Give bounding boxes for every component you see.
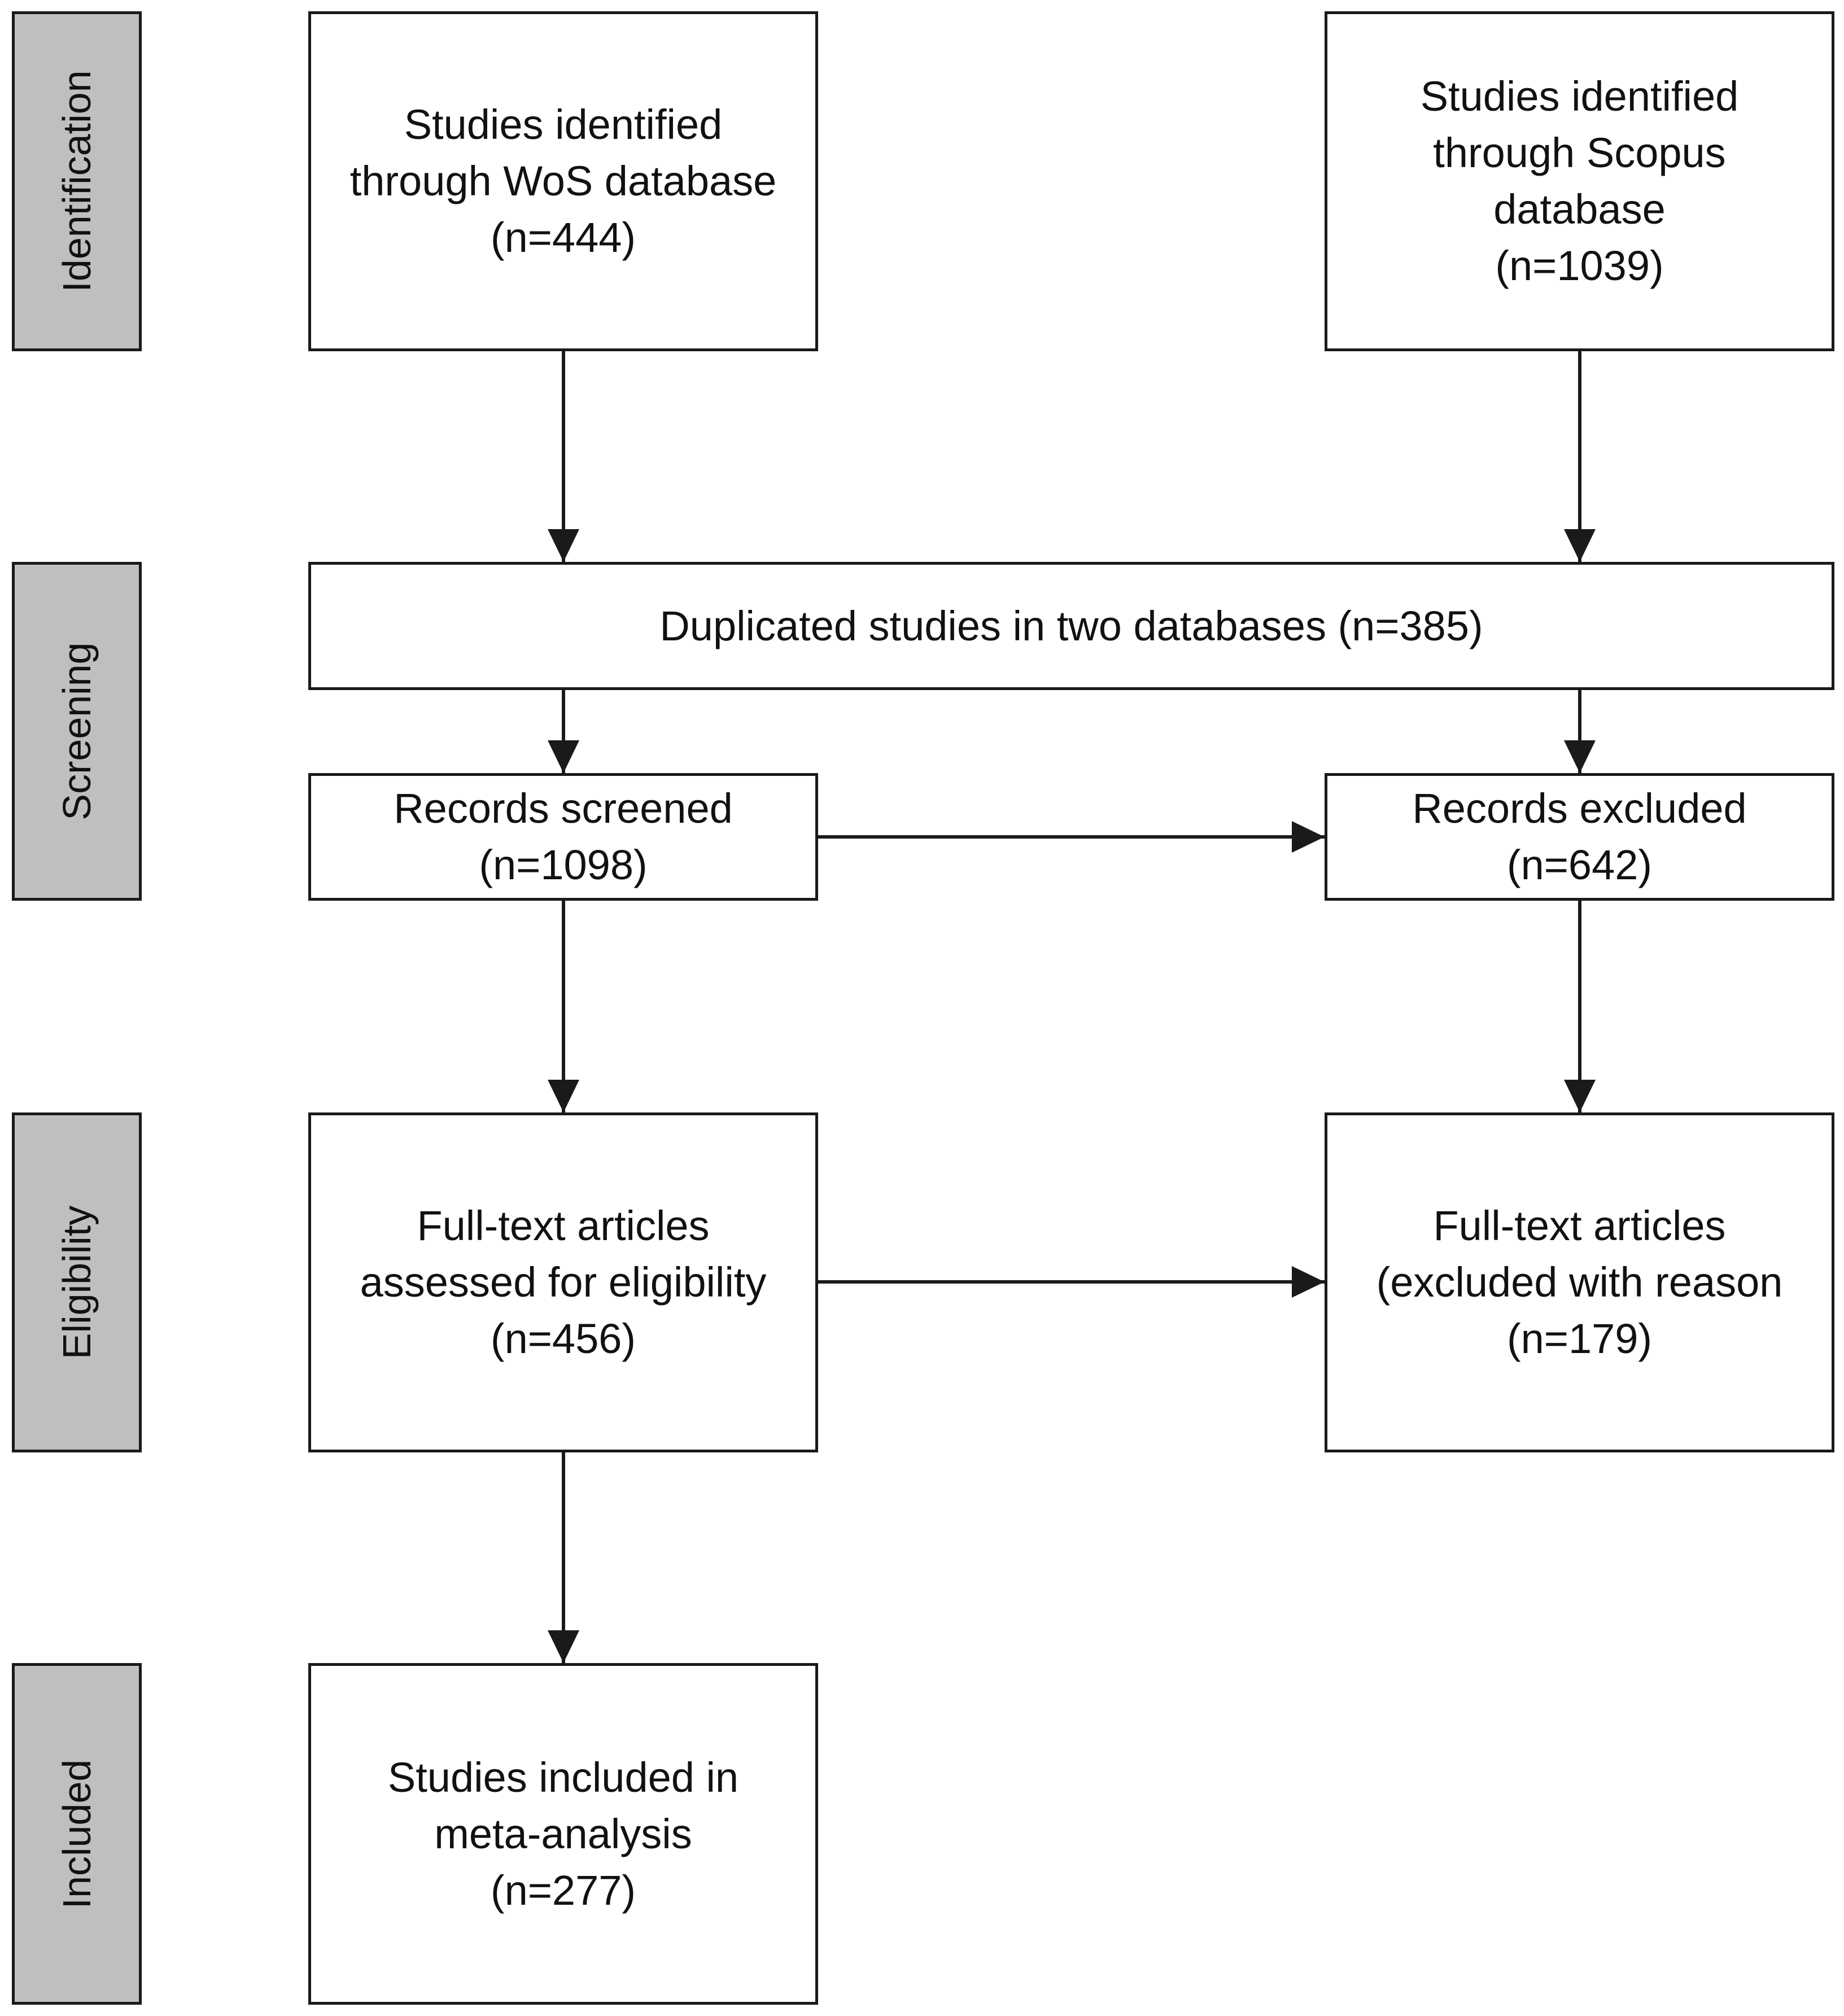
box-records-excluded: Records excluded (n=642) — [1325, 773, 1834, 901]
box-fulltext-assessed-line-2: assessed for eligibility — [360, 1259, 767, 1306]
stage-label-included: Included — [55, 1759, 99, 1909]
box-scopus-line-3: database — [1493, 186, 1666, 233]
box-fulltext-excluded-text: Full-text articles (excluded with reason… — [1377, 1198, 1783, 1367]
box-wos-identified: Studies identified through WoS database … — [308, 11, 818, 351]
box-wos-line-1: Studies identified — [404, 101, 723, 148]
arrowhead-fulltext-right — [1292, 1266, 1325, 1298]
arrowhead-scopus — [1564, 529, 1596, 562]
box-scopus-text: Studies identified through Scopus databa… — [1421, 68, 1739, 294]
box-wos-line-3: (n=444) — [490, 214, 636, 261]
stage-eligibility: Eligibility — [12, 1112, 142, 1452]
box-screened-text: Records screened (n=1098) — [394, 780, 733, 893]
arrowhead-wos — [548, 529, 579, 562]
arrowhead-fulltext — [548, 1080, 579, 1112]
box-wos-text: Studies identified through WoS database … — [350, 97, 777, 266]
box-included-line-2: meta-analysis — [434, 1810, 692, 1857]
box-fulltext-assessed-line-1: Full-text articles — [417, 1202, 710, 1249]
box-fulltext-excluded: Full-text articles (excluded with reason… — [1325, 1112, 1834, 1452]
arrowhead-excluded — [1564, 740, 1596, 773]
stage-screening: Screening — [12, 562, 142, 901]
box-fulltext-excluded-line-1: Full-text articles — [1433, 1202, 1726, 1249]
box-screened-line-2: (n=1098) — [479, 841, 648, 888]
box-duplicated-line-1: Duplicated studies in two databases (n=3… — [659, 602, 1483, 649]
box-studies-included: Studies included in meta-analysis (n=277… — [308, 1663, 818, 2005]
arrowhead-included — [548, 1630, 579, 1663]
stage-identification: Identification — [12, 11, 142, 351]
box-included-text: Studies included in meta-analysis (n=277… — [388, 1749, 739, 1919]
stage-included: Included — [12, 1663, 142, 2005]
box-fulltext-assessed: Full-text articles assessed for eligibil… — [308, 1112, 818, 1452]
box-scopus-line-4: (n=1039) — [1495, 242, 1664, 289]
arrowhead-fulltext-excluded — [1564, 1080, 1596, 1112]
stage-label-eligibility: Eligibility — [55, 1205, 99, 1360]
stage-label-identification: Identification — [55, 70, 99, 293]
box-excluded-line-2: (n=642) — [1506, 841, 1653, 888]
box-wos-line-2: through WoS database — [349, 158, 777, 204]
arrowhead-screened-right — [1292, 821, 1325, 853]
box-excluded-line-1: Records excluded — [1412, 785, 1747, 832]
box-scopus-identified: Studies identified through Scopus databa… — [1325, 11, 1834, 351]
box-fulltext-excluded-line-3: (n=179) — [1506, 1315, 1653, 1362]
box-screened-line-1: Records screened — [394, 785, 733, 832]
box-included-line-3: (n=277) — [490, 1866, 636, 1914]
box-excluded-text: Records excluded (n=642) — [1412, 780, 1746, 893]
box-scopus-line-2: through Scopus — [1433, 129, 1726, 176]
box-included-line-1: Studies included in — [387, 1753, 739, 1801]
box-scopus-line-1: Studies identified — [1420, 73, 1739, 120]
arrowheads — [548, 529, 1596, 1663]
box-fulltext-assessed-text: Full-text articles assessed for eligibil… — [360, 1198, 767, 1367]
stage-label-screening: Screening — [55, 642, 99, 821]
box-duplicated: Duplicated studies in two databases (n=3… — [308, 562, 1834, 690]
box-fulltext-assessed-line-3: (n=456) — [490, 1315, 636, 1362]
box-fulltext-excluded-line-2: (excluded with reason — [1376, 1259, 1783, 1306]
box-records-screened: Records screened (n=1098) — [308, 773, 818, 901]
arrowhead-screened — [548, 740, 579, 773]
